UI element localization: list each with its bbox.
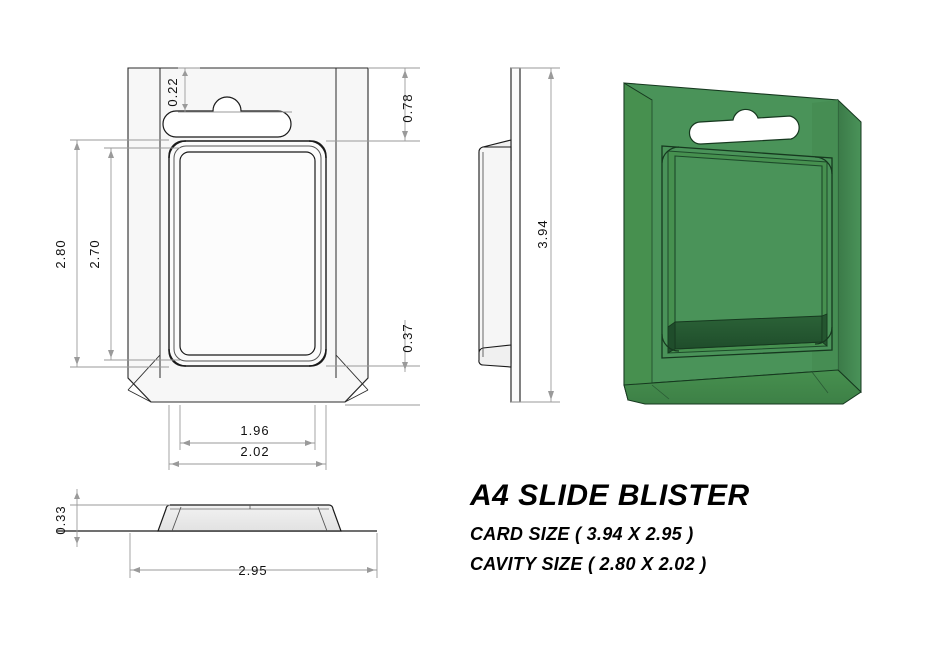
iso-cavity-shadow-right [821,313,828,347]
dim-label-card-width: 2.95 [238,563,267,578]
dim-arrow-280-bot [74,357,80,365]
bottom-slope-left [171,506,182,532]
front-chamfer-right-inner [335,354,369,391]
front-chamfer-right-edge [344,389,369,403]
bottom-view [57,489,378,578]
dim-arrow-270-bot [108,350,114,358]
side-view [478,67,560,403]
dim-label-cavity-inner-width: 1.96 [240,423,269,438]
cavity-size-label: CAVITY SIZE ( 2.80 X 2.02 ) [470,554,707,574]
front-chamfer-left-outer [127,377,152,403]
dim-arrow-037-bot [402,362,408,370]
side-cavity-body [478,146,512,364]
dim-arrow-295-r [367,567,375,573]
front-hang-slot [162,96,292,138]
dim-arrow-202-r [316,461,324,467]
iso-cavity-corner-tl [661,146,680,164]
front-chamfer-left-edge [127,389,152,403]
dim-label-bottom-margin: 0.37 [400,323,415,352]
dim-arrow-202-l [171,461,179,467]
front-chamfer-left-inner [127,354,161,391]
bottom-slope-right [317,506,328,532]
dimension-labels: 0.22 0.78 2.80 2.70 0.37 1.96 2.02 3.94 … [53,77,550,578]
front-corner-tl [168,140,187,159]
card-size-label: CARD SIZE ( 3.94 X 2.95 ) [470,524,694,544]
iso-bottom-fold-right [811,371,829,394]
front-corner-br [308,348,327,367]
dim-arrow-394-bot [548,391,554,400]
dim-label-card-height: 3.94 [535,219,550,248]
dim-label-cavity-height: 2.80 [53,239,68,268]
front-cavity-rim [173,145,322,362]
side-card-spine [510,67,521,403]
dim-arrow-196-r [305,440,313,446]
iso-flank-left [623,82,653,401]
isometric-view [623,82,862,405]
dim-arrow-295-l [132,567,140,573]
iso-cavity-corner-br [814,326,833,345]
front-corner-tr [308,140,327,159]
dim-arrow-033-bot [74,537,80,544]
title-block: A4 SLIDE BLISTER CARD SIZE ( 3.94 X 2.95… [469,479,750,574]
iso-hang-slot [688,108,800,145]
front-chamfer-right-outer [344,377,369,403]
dim-arrow-270-top [108,150,114,158]
dim-arrow-196-l [182,440,190,446]
side-cavity-bottom [478,344,512,368]
dim-arrow-078-bot [402,131,408,139]
bottom-view-dimensions [70,489,378,578]
iso-cavity-corner-tr [814,156,833,175]
side-view-dimensions [511,67,560,403]
drawing-title: A4 SLIDE BLISTER [469,479,750,512]
dim-label-cavity-inner-height: 2.70 [87,239,102,268]
dim-label-cavity-width: 2.02 [240,444,269,459]
bottom-profile [157,504,342,532]
dim-label-hole-offset: 0.22 [165,77,180,106]
dim-arrow-280-top [74,142,80,150]
front-cavity-inner [179,151,316,356]
iso-flank-right [837,98,862,394]
front-view [127,67,369,403]
iso-cavity-corner-bl [661,333,680,352]
dim-arrow-022-bot [182,104,188,110]
dim-arrow-078-top [402,70,408,78]
iso-bottom-fold-left [651,384,670,400]
front-corner-bl [168,348,187,367]
front-view-dimensions [70,67,420,470]
dim-arrow-022-top [182,70,188,76]
dim-label-cavity-depth: 0.33 [53,505,68,534]
iso-cavity-shadow-left [667,321,676,354]
dim-label-hole-to-top: 0.78 [400,93,415,122]
dim-arrow-033-top [74,492,80,499]
dim-arrow-394-top [548,70,554,79]
